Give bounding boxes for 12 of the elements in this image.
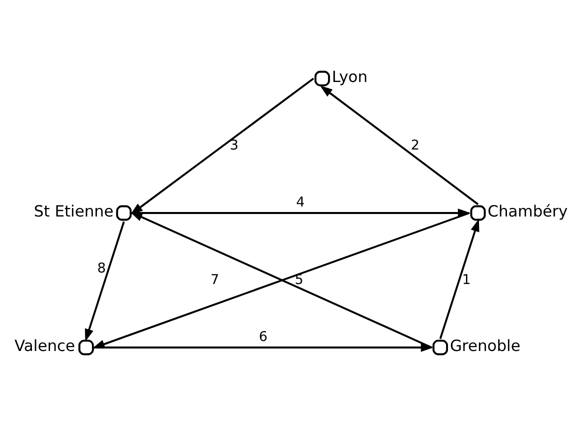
node-label: Chambéry	[488, 202, 568, 220]
edge-label: 4	[296, 194, 305, 210]
edge-label: 3	[230, 136, 238, 153]
node-label: Grenoble	[450, 336, 520, 355]
edge-label: 8	[97, 260, 106, 276]
edge-label: 2	[410, 136, 420, 153]
edge-label: 1	[462, 271, 471, 288]
edge-label: 7	[210, 271, 220, 288]
node-label: Valence	[14, 336, 76, 355]
node-label: Lyon	[332, 68, 368, 86]
edge-label: 6	[258, 328, 268, 344]
node-label: St Etienne	[34, 202, 114, 220]
